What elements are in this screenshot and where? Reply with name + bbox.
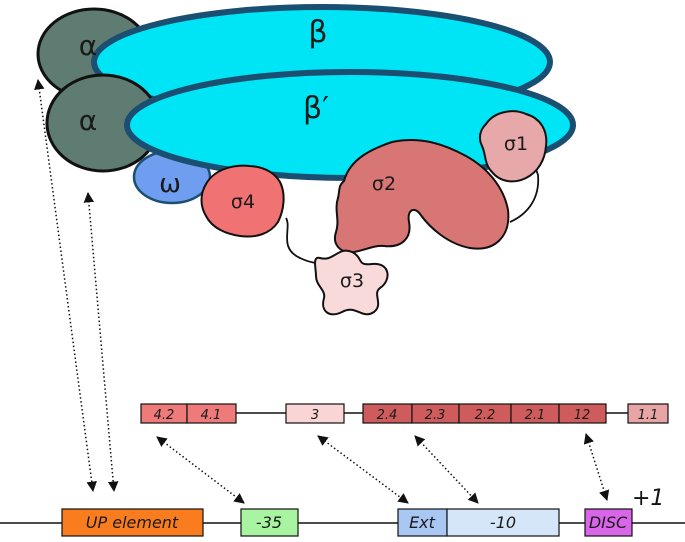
arrow-alpha-bottom-to-up (83, 191, 119, 493)
region-4-1-label: 4.1 (201, 408, 222, 423)
region-2-1-label: 2.1 (525, 408, 546, 423)
sigma2-label: σ2 (372, 173, 396, 195)
sigma4-label: σ4 (231, 191, 255, 213)
beta-label: β (308, 15, 327, 50)
arrow-alpha-top-to-up (34, 78, 97, 493)
sigma4-domain (200, 164, 285, 238)
ext-label: Ext (409, 513, 436, 532)
interaction-arrows (34, 78, 610, 504)
sigma-region-map: 4.2 4.1 3 2.4 2.3 2.2 2.1 12 1.1 (140, 403, 669, 424)
sigma1-domain (478, 110, 548, 183)
region-4-2-label: 4.2 (154, 408, 175, 423)
up-element-box (61, 508, 204, 537)
region-2-2-label: 2.2 (475, 408, 496, 423)
disc-label: DISC (589, 513, 628, 532)
arrow-region4-to-minus35 (156, 436, 245, 504)
arrow-region2-to-minus10 (414, 435, 479, 504)
arrow-region3-to-ext (317, 435, 409, 504)
omega-label: ω (159, 169, 181, 199)
sigma3-domain (314, 249, 389, 316)
region-3-label: 3 (311, 408, 319, 423)
beta-prime-label: β′ (303, 91, 329, 126)
tss-plus-one-label: +1 (632, 486, 664, 511)
disc-box (584, 508, 633, 537)
region-1-1-label: 1.1 (638, 408, 659, 423)
region-12-box (558, 403, 607, 424)
rna-polymerase: α α β β′ ω (36, 4, 576, 205)
sigma2-domain (334, 138, 510, 254)
sigma-factor: σ1 σ2 σ3 σ4 (200, 110, 548, 316)
up-element-label: UP element (86, 513, 179, 532)
region-3-box (285, 403, 345, 424)
alpha-bottom-label: α (79, 104, 97, 137)
minus35-label: -35 (256, 513, 282, 532)
region-4-1-box (186, 403, 237, 424)
ext-box (397, 508, 448, 537)
alpha-top-label: α (79, 29, 97, 62)
region-2-3-label: 2.3 (425, 408, 446, 423)
region-1-1-box (627, 403, 669, 424)
sigma3-label: σ3 (340, 270, 364, 292)
region-2-4-label: 2.4 (377, 408, 398, 423)
minus10-label: -10 (490, 513, 516, 532)
arrow-region12-to-disc (583, 432, 610, 502)
promoter-dna: UP element -35 Ext -10 DISC +1 (0, 486, 685, 537)
sigma1-label: σ1 (504, 133, 528, 155)
minus10-box (446, 508, 560, 537)
region-12-label: 12 (574, 408, 591, 423)
minus35-box (240, 508, 299, 537)
